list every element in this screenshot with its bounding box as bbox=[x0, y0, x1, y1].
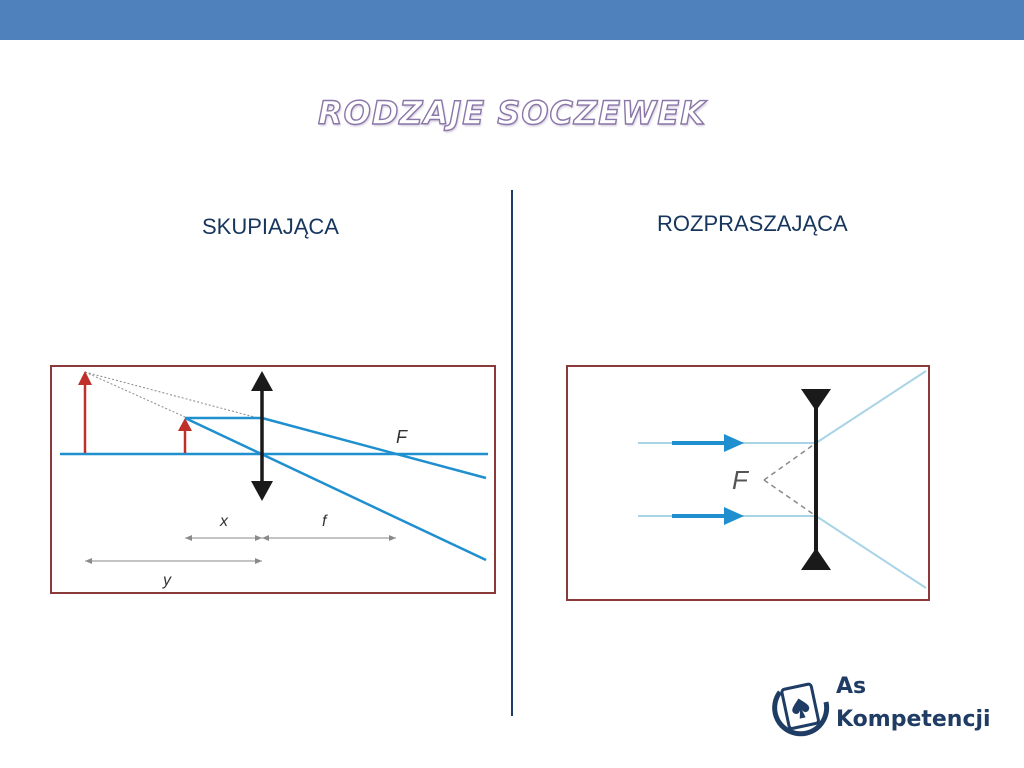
diverging-ray-bottom bbox=[815, 515, 927, 589]
logo-ring bbox=[772, 690, 830, 737]
converging-lens-diagram: F x f y bbox=[50, 365, 496, 594]
direction-arrowhead-bottom bbox=[724, 507, 744, 525]
focal-point-label: F bbox=[732, 465, 750, 495]
converging-lens-svg: F x f y bbox=[60, 371, 488, 589]
virtual-focus-dashed-top bbox=[763, 442, 817, 481]
focal-point-label: F bbox=[396, 427, 408, 447]
direction-arrowhead-top bbox=[724, 434, 744, 452]
object-arrowhead bbox=[178, 418, 192, 431]
virtual-ray-dashed bbox=[84, 371, 263, 420]
converging-lens-label: SKUPIAJĄCA bbox=[202, 214, 339, 239]
ray-refracted bbox=[261, 416, 487, 480]
logo-emblem bbox=[772, 682, 830, 737]
ray-through-center bbox=[184, 416, 487, 562]
lens-top-cap bbox=[801, 389, 831, 411]
dimension-arrowhead bbox=[255, 535, 262, 541]
dimension-y-label: y bbox=[162, 572, 172, 589]
diverging-ray-top bbox=[815, 370, 927, 444]
dimension-arrowhead bbox=[85, 558, 92, 564]
dimension-arrowhead bbox=[389, 535, 396, 541]
slide-title: RODZAJE SOCZEWEK bbox=[317, 93, 707, 132]
dimension-f-label: f bbox=[322, 513, 328, 530]
column-divider bbox=[511, 190, 513, 716]
dimension-arrowhead bbox=[255, 558, 262, 564]
dimension-arrowhead bbox=[185, 535, 192, 541]
diverging-lens-diagram: F bbox=[566, 365, 930, 601]
spade-icon bbox=[792, 698, 810, 719]
virtual-focus-dashed-bottom bbox=[763, 479, 817, 517]
lens-bottom-cap bbox=[801, 548, 831, 570]
diverging-lens-label: ROZPRASZAJĄCA bbox=[657, 211, 848, 236]
dimension-arrowhead bbox=[262, 535, 269, 541]
virtual-image-arrowhead bbox=[78, 371, 92, 385]
logo-line-as: As bbox=[836, 674, 867, 699]
virtual-ray-dashed bbox=[84, 371, 186, 418]
lens-bottom-arrowhead bbox=[251, 481, 273, 501]
top-bar bbox=[0, 0, 1024, 40]
as-kompetencji-logo: As Kompetencji bbox=[770, 672, 1000, 744]
lens-top-arrowhead bbox=[251, 371, 273, 391]
diverging-lens-svg: F bbox=[638, 370, 927, 589]
dimension-x-label: x bbox=[219, 513, 229, 530]
logo-line-kompetencji: Kompetencji bbox=[836, 707, 991, 732]
